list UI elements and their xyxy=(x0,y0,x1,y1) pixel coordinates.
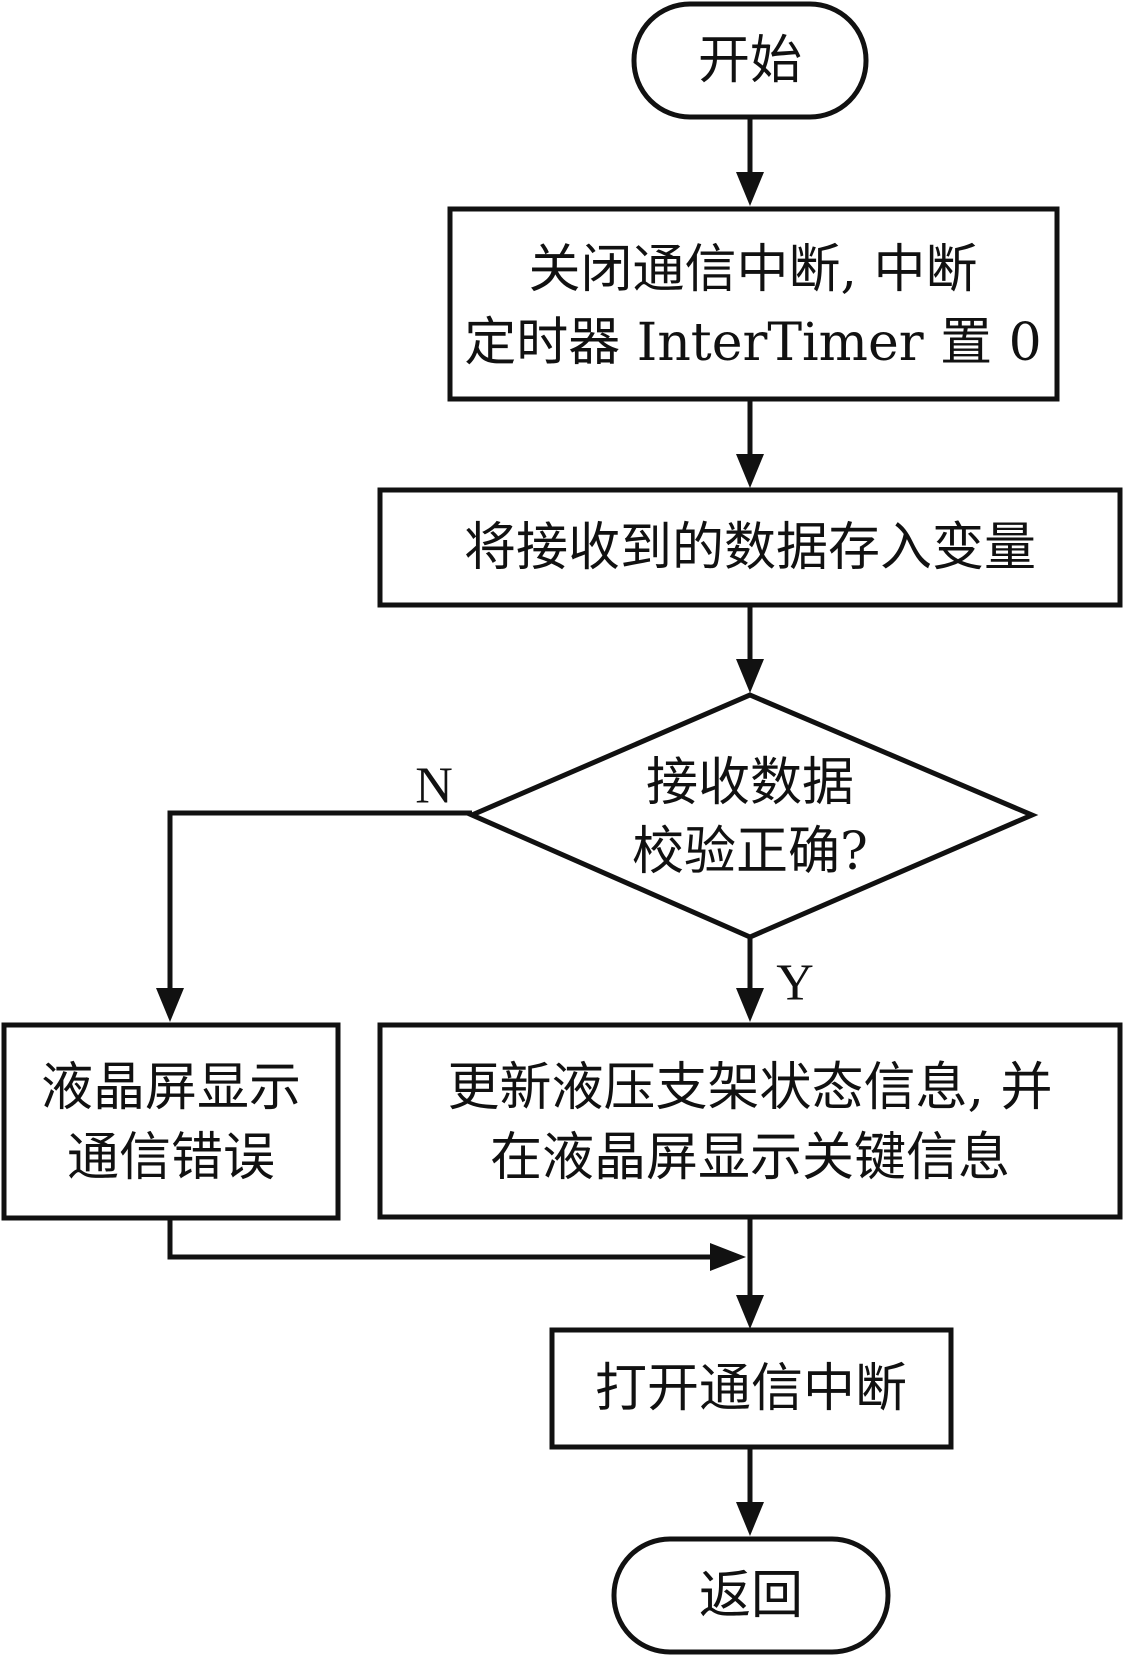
node-error-display: 液晶屏显示 通信错误 xyxy=(1,1022,341,1221)
store-data-label: 将接收到的数据存入变量 xyxy=(464,518,1036,578)
open-interrupt-box xyxy=(549,1327,954,1450)
arrow-close-to-store xyxy=(736,454,764,488)
arrow-error-to-merge xyxy=(710,1243,746,1271)
start-label: 开始 xyxy=(698,31,802,91)
edge-check-no xyxy=(167,810,472,994)
arrow-check-no xyxy=(156,988,184,1022)
update-status-line1: 更新液压支架状态信息, 并 xyxy=(447,1058,1052,1118)
node-close-interrupt: 关闭通信中断, 中断 定时器 InterTimer 置 0 xyxy=(447,206,1060,402)
return-terminal-shape xyxy=(611,1536,891,1655)
error-display-line1: 液晶屏显示 xyxy=(41,1058,301,1118)
close-interrupt-box xyxy=(447,206,1060,402)
update-status-box xyxy=(377,1022,1123,1220)
branch-label-no: N xyxy=(415,758,453,815)
connectors xyxy=(156,117,764,1536)
close-interrupt-line2: 定时器 InterTimer 置 0 xyxy=(464,313,1042,373)
arrow-check-yes xyxy=(736,988,764,1022)
edge-error-to-merge xyxy=(167,1218,718,1260)
check-decision-diamond xyxy=(465,692,1039,940)
update-status-line2: 在液晶屏显示关键信息 xyxy=(490,1128,1010,1188)
node-check: 接收数据 校验正确? xyxy=(465,692,1039,940)
check-line2: 校验正确? xyxy=(632,822,868,882)
check-line1: 接收数据 xyxy=(646,753,854,813)
open-interrupt-label: 打开通信中断 xyxy=(595,1359,907,1419)
node-open-interrupt: 打开通信中断 xyxy=(549,1327,954,1450)
start-terminal-shape xyxy=(631,1,869,120)
arrow-open-to-return xyxy=(736,1502,764,1536)
close-interrupt-line1: 关闭通信中断, 中断 xyxy=(528,240,977,300)
error-display-line2: 通信错误 xyxy=(67,1128,275,1188)
node-start: 开始 xyxy=(631,1,869,120)
arrow-update-to-open xyxy=(736,1295,764,1329)
branch-label-yes: Y xyxy=(776,955,814,1012)
error-display-box xyxy=(1,1022,341,1221)
store-data-box xyxy=(377,487,1123,608)
node-return: 返回 xyxy=(611,1536,891,1655)
node-store-data: 将接收到的数据存入变量 xyxy=(377,487,1123,608)
return-label: 返回 xyxy=(699,1566,803,1626)
node-update-status: 更新液压支架状态信息, 并 在液晶屏显示关键信息 xyxy=(377,1022,1123,1220)
arrow-start-to-close xyxy=(736,172,764,206)
arrow-store-to-check xyxy=(736,659,764,693)
